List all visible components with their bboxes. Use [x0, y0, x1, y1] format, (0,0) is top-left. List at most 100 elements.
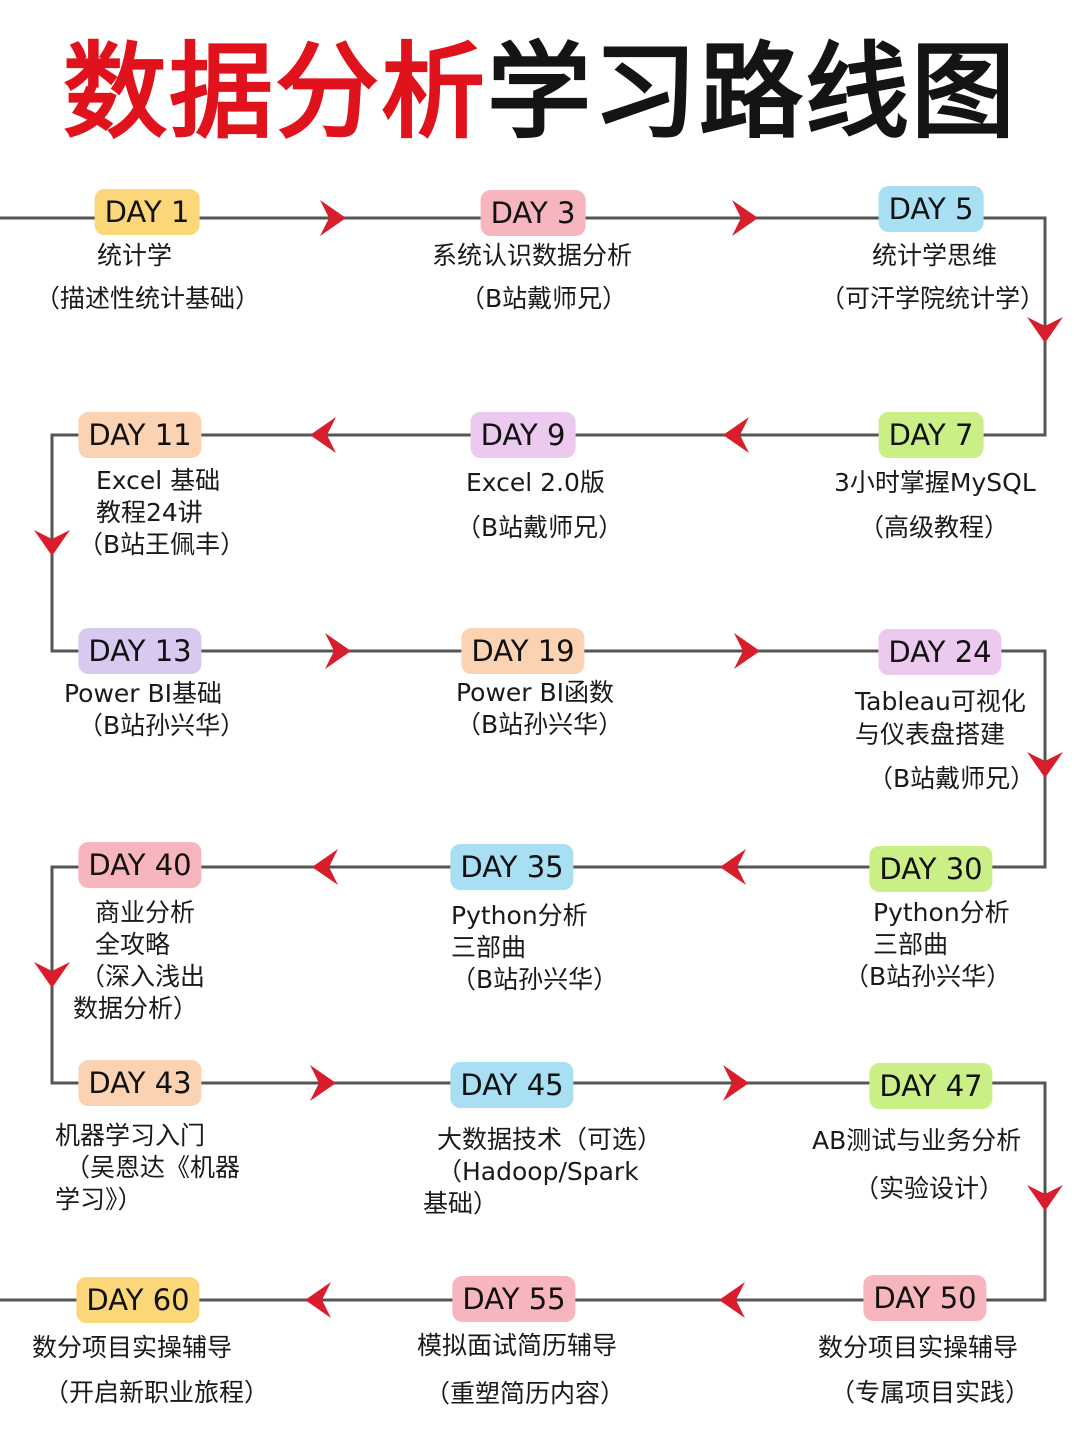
- step-description: 系统认识数据分析 （B站戴师兄）: [432, 240, 632, 315]
- day-badge: DAY 19: [461, 628, 585, 674]
- step-description: AB测试与业务分析 （实验设计）: [812, 1125, 1021, 1205]
- step-description-line: （Hadoop/Spark: [437, 1157, 639, 1186]
- step-description-line: （B站孙兴华）: [844, 962, 1012, 991]
- route-line: [0, 216, 1047, 1302]
- title-red-part: 数据分析: [62, 31, 487, 153]
- direction-arrow-icon: [720, 849, 746, 885]
- direction-arrow-icon: [305, 1282, 331, 1318]
- step-description-line: Tableau可视化: [855, 687, 1026, 716]
- step-description-line: Power BI基础: [64, 679, 223, 708]
- step-description-line: （专属项目实践）: [830, 1378, 1031, 1407]
- direction-arrow-icon: [723, 1065, 749, 1101]
- page-title: 数据分析学习路线图: [0, 32, 1080, 152]
- step-description-line: 统计学: [97, 241, 173, 270]
- step-description-line: 三部曲: [873, 930, 949, 959]
- step-description: 商业分析全攻略 （深入浅出数据分析）: [73, 897, 205, 1025]
- step-description-line: （重塑简历内容）: [425, 1379, 626, 1408]
- direction-arrow-icon: [719, 1282, 745, 1318]
- step-description: 3小时掌握MySQL （高级教程）: [834, 467, 1036, 544]
- day-badge: DAY 45: [450, 1062, 574, 1108]
- direction-arrow-icon: [734, 633, 760, 669]
- step-description-line: 学习》）: [55, 1185, 143, 1214]
- step-description-line: 数据分析）: [73, 994, 199, 1023]
- direction-arrow-icon: [320, 200, 346, 236]
- step-description-line: Excel 2.0版: [466, 468, 605, 497]
- step-description: 数分项目实操辅导 （专属项目实践）: [818, 1332, 1030, 1409]
- day-badge: DAY 35: [450, 844, 574, 890]
- step-description: 模拟面试简历辅导 （重塑简历内容）: [417, 1330, 625, 1410]
- step-description: 机器学习入门 （吴恩达《机器学习》）: [55, 1120, 240, 1216]
- direction-arrow-icon: [732, 200, 758, 236]
- step-description-line: Excel 基础: [96, 466, 221, 495]
- day-badge: DAY 50: [863, 1275, 987, 1321]
- step-description: 统计学 （描述性统计基础）: [35, 240, 260, 315]
- day-badge: DAY 3: [480, 190, 586, 236]
- day-badge: DAY 40: [78, 842, 202, 888]
- step-description-line: （吴恩达《机器: [65, 1153, 241, 1182]
- step-description-line: AB测试与业务分析: [812, 1126, 1022, 1155]
- step-description: Excel 基础教程24讲 （B站王佩丰）: [78, 465, 245, 561]
- step-description-line: （B站王佩丰）: [78, 530, 246, 559]
- step-description-line: （B站孙兴华）: [456, 710, 624, 739]
- step-description: 数分项目实操辅导 （开启新职业旅程）: [32, 1332, 269, 1409]
- step-description-line: 机器学习入门: [55, 1121, 206, 1150]
- step-description-line: （B站孙兴华）: [78, 711, 246, 740]
- step-description: Power BI基础 （B站孙兴华）: [64, 678, 245, 742]
- direction-arrow-icon: [1027, 1185, 1063, 1211]
- direction-arrow-icon: [310, 1065, 336, 1101]
- step-description-line: 模拟面试简历辅导: [417, 1331, 618, 1360]
- step-description-line: 商业分析: [95, 898, 196, 927]
- day-badge: DAY 5: [878, 186, 984, 232]
- step-description-line: （高级教程）: [859, 513, 1010, 542]
- direction-arrow-icon: [34, 530, 70, 556]
- direction-arrow-icon: [1027, 752, 1063, 778]
- step-description-line: 统计学思维: [872, 241, 998, 270]
- day-badge: DAY 55: [452, 1276, 576, 1322]
- step-description-line: 三部曲: [451, 933, 527, 962]
- direction-arrow-icon: [325, 633, 351, 669]
- step-description-line: （深入浅出: [80, 962, 206, 991]
- step-description-line: 基础）: [423, 1189, 499, 1218]
- day-badge: DAY 11: [78, 412, 202, 458]
- step-description-line: （B站戴师兄）: [868, 764, 1036, 793]
- step-description-line: Python分析: [873, 898, 1010, 927]
- step-description-line: 数分项目实操辅导: [32, 1333, 233, 1362]
- step-description-line: 系统认识数据分析: [432, 241, 633, 270]
- day-badge: DAY 47: [869, 1063, 993, 1109]
- step-description-line: （开启新职业旅程）: [44, 1378, 270, 1407]
- step-description-line: 教程24讲: [96, 498, 203, 527]
- step-description-line: （可汗学院统计学）: [820, 284, 1046, 313]
- step-description-line: Python分析: [451, 901, 588, 930]
- direction-arrow-icon: [1027, 317, 1063, 343]
- day-badge: DAY 1: [94, 189, 200, 235]
- step-description-line: 与仪表盘搭建: [855, 720, 1006, 749]
- step-description-line: 全攻略: [95, 930, 171, 959]
- step-description-line: 3小时掌握MySQL: [834, 468, 1036, 497]
- direction-arrow-icon: [312, 849, 338, 885]
- step-description: Python分析三部曲 （B站孙兴华）: [844, 897, 1011, 993]
- step-description-line: （实验设计）: [854, 1174, 1005, 1203]
- day-badge: DAY 24: [878, 629, 1002, 675]
- step-description: Tableau可视化与仪表盘搭建 （B站戴师兄）: [855, 686, 1035, 795]
- step-description-line: （描述性统计基础）: [35, 284, 261, 313]
- step-description: 统计学思维 （可汗学院统计学）: [820, 240, 1045, 315]
- day-badge: DAY 30: [869, 846, 993, 892]
- step-description: Python分析三部曲 （B站孙兴华）: [451, 900, 618, 996]
- step-description-line: 数分项目实操辅导: [818, 1333, 1019, 1362]
- step-description: Power BI函数 （B站孙兴华）: [456, 677, 623, 741]
- step-description-line: （B站孙兴华）: [451, 965, 619, 994]
- step-description-line: （B站戴师兄）: [460, 284, 628, 313]
- step-description-line: （B站戴师兄）: [456, 513, 624, 542]
- direction-arrow-icon: [310, 417, 336, 453]
- day-badge: DAY 7: [878, 412, 984, 458]
- day-badge: DAY 13: [78, 628, 202, 674]
- step-description-line: Power BI函数: [456, 678, 615, 707]
- day-badge: DAY 43: [78, 1060, 202, 1106]
- direction-arrow-icon: [723, 417, 749, 453]
- direction-arrow-icon: [34, 962, 70, 988]
- day-badge: DAY 9: [470, 412, 576, 458]
- title-black-part: 学习路线图: [487, 31, 1018, 153]
- step-description: Excel 2.0版 （B站戴师兄）: [456, 467, 623, 544]
